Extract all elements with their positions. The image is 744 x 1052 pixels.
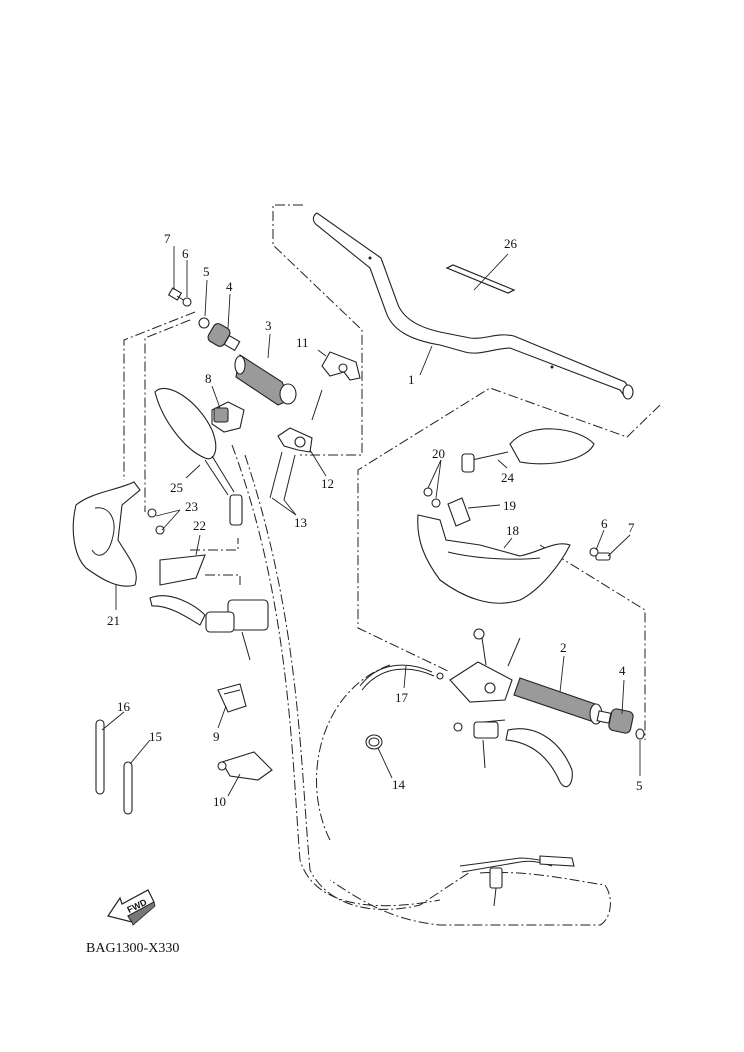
clamp-bottom xyxy=(269,389,323,501)
callout-21: 21 xyxy=(107,613,120,628)
callout-6-left: 6 xyxy=(182,246,189,261)
callout-5-right: 5 xyxy=(636,778,643,793)
callout-7-right: 7 xyxy=(628,520,635,535)
callout-23: 23 xyxy=(185,499,198,514)
right-mirror xyxy=(461,428,595,473)
holder xyxy=(217,751,273,781)
callout-14: 14 xyxy=(392,777,406,792)
sticker xyxy=(445,264,516,294)
callout-22: 22 xyxy=(193,518,206,533)
right-grip-end xyxy=(596,708,645,740)
left-grip-end xyxy=(207,323,241,352)
callout-17: 17 xyxy=(395,690,409,705)
callout-13: 13 xyxy=(294,515,307,530)
callout-18: 18 xyxy=(506,523,519,538)
assembly-outlines xyxy=(123,204,661,926)
callout-2: 2 xyxy=(560,640,567,655)
right-grip xyxy=(513,677,603,725)
left-end-bolt xyxy=(167,287,210,329)
brake-lever-assembly xyxy=(149,595,269,661)
callout-6-right: 6 xyxy=(601,516,608,531)
callout-19: 19 xyxy=(503,498,516,513)
brake-hose xyxy=(359,664,444,691)
callout-9: 9 xyxy=(213,729,220,744)
clip xyxy=(217,683,247,713)
callout-26: 26 xyxy=(504,236,518,251)
callout-10: 10 xyxy=(213,794,226,809)
callout-4-left: 4 xyxy=(226,279,233,294)
callout-25: 25 xyxy=(170,480,183,495)
callout-4-right: 4 xyxy=(619,663,626,678)
right-lever xyxy=(483,719,573,788)
callout-24: 24 xyxy=(501,470,515,485)
callouts: 1 2 3 4 4 5 5 6 6 7 7 8 9 10 11 12 13 14… xyxy=(107,231,643,809)
callout-15: 15 xyxy=(149,729,162,744)
callout-3: 3 xyxy=(265,318,272,333)
fwd-arrow-icon: FWD xyxy=(107,889,156,926)
diagram-code: BAG1300-X330 xyxy=(86,941,179,956)
left-switch xyxy=(211,401,245,433)
left-hand-guard xyxy=(72,481,141,587)
throttle-assembly xyxy=(449,628,521,769)
left-grip xyxy=(234,354,297,406)
callout-20: 20 xyxy=(432,446,445,461)
clamp-top xyxy=(321,351,361,381)
handlebar xyxy=(312,212,634,400)
right-hand-guard xyxy=(417,487,611,604)
callout-16: 16 xyxy=(117,699,131,714)
callout-7-left: 7 xyxy=(164,231,171,246)
left-mirror xyxy=(154,387,243,526)
throttle-cables xyxy=(459,855,575,907)
callout-5-left: 5 xyxy=(203,264,210,279)
cable-bands xyxy=(95,719,133,815)
callout-1: 1 xyxy=(408,372,415,387)
callout-12: 12 xyxy=(321,476,334,491)
callout-8: 8 xyxy=(205,371,212,386)
leader-lines xyxy=(101,246,641,797)
left-guard-bracket xyxy=(147,508,206,586)
callout-11: 11 xyxy=(296,335,309,350)
hose-clamp xyxy=(365,734,383,750)
